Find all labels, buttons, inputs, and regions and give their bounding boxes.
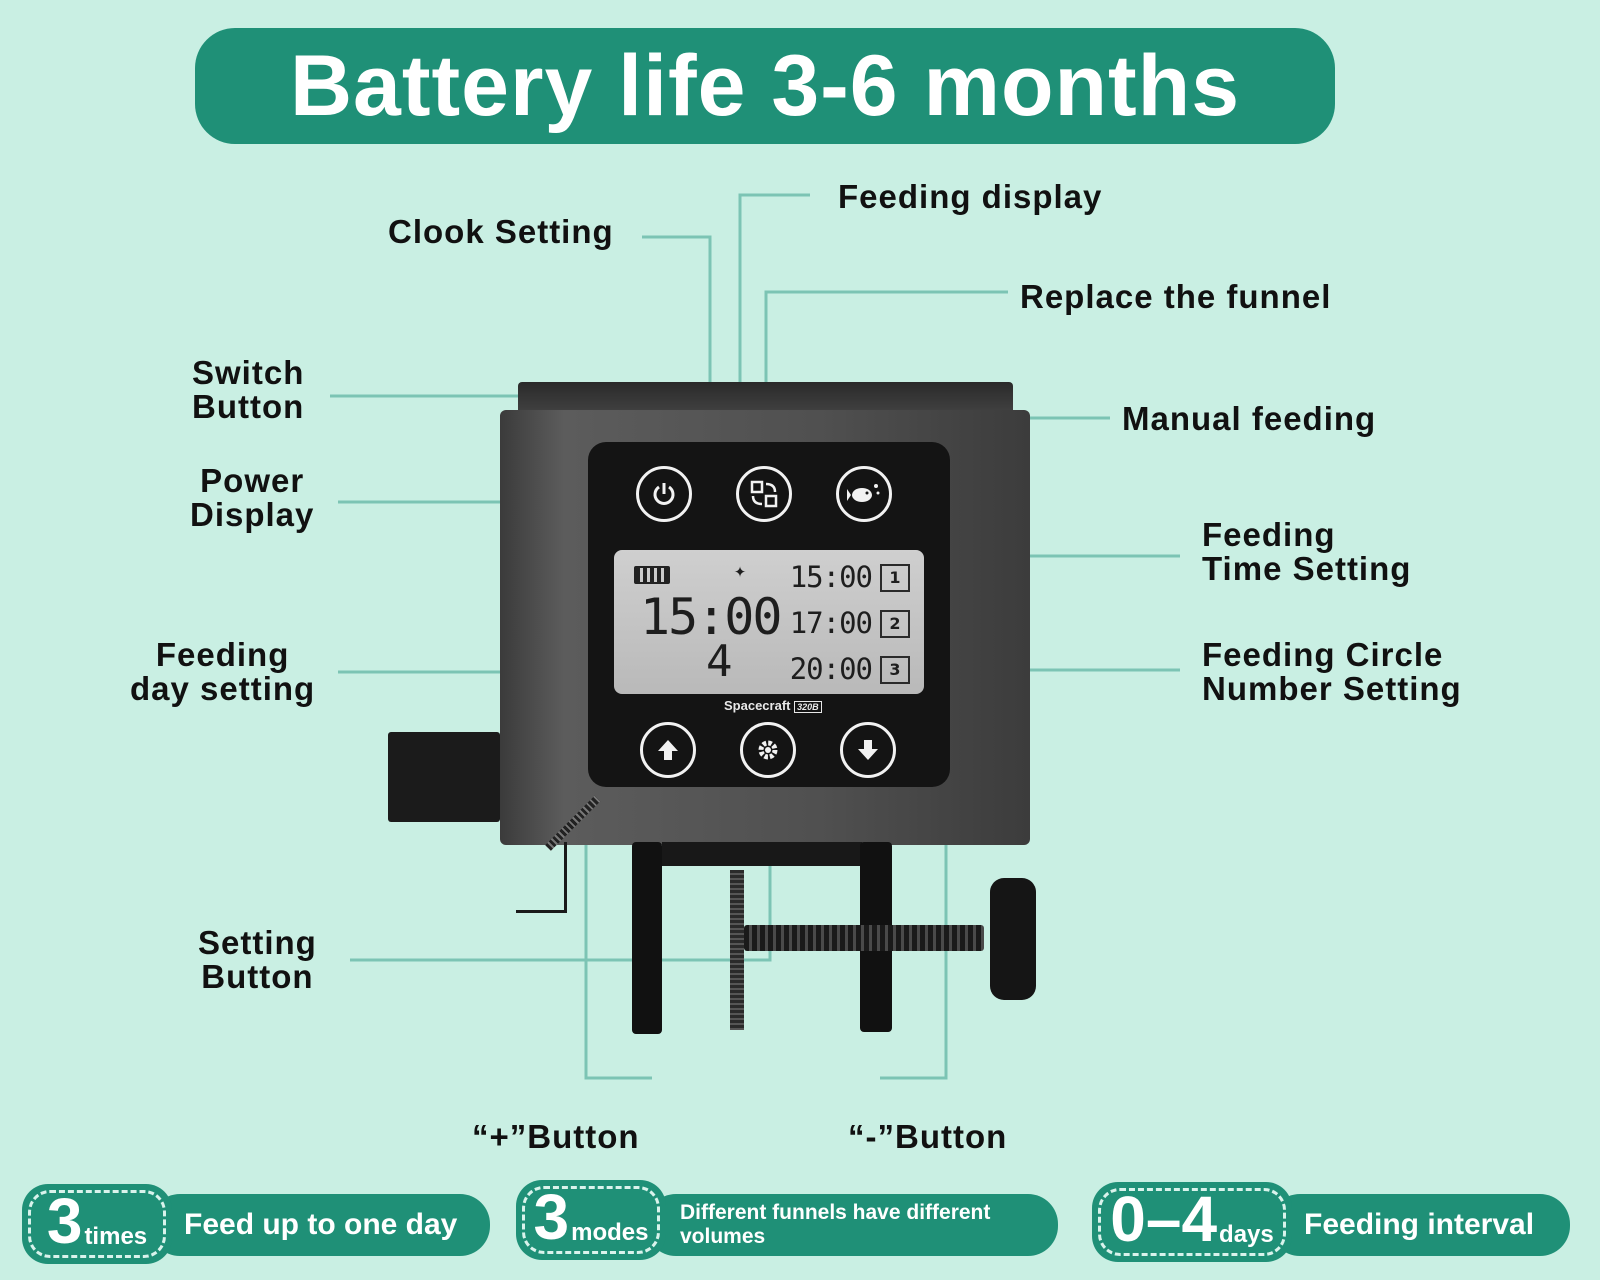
power-icon xyxy=(653,483,675,505)
lcd-feed-time: 20:00 xyxy=(789,652,873,686)
label-manual-feeding: Manual feeding xyxy=(1122,400,1377,437)
manual-feeding-button[interactable] xyxy=(836,466,892,522)
lcd-feed-time: 15:00 xyxy=(789,560,873,594)
feeder-chute xyxy=(388,732,500,822)
clamp-left xyxy=(632,842,662,1034)
lcd-feeding-day: 4 xyxy=(706,636,733,687)
lcd-feed-count: 2 xyxy=(880,610,910,638)
clamp-bridge xyxy=(662,842,862,866)
feeding-indicator-icon: ✦ xyxy=(734,558,747,582)
switch-button[interactable] xyxy=(636,466,692,522)
battery-latch xyxy=(516,842,567,913)
plus-button[interactable] xyxy=(640,722,696,778)
lcd-feed-time: 17:00 xyxy=(789,606,873,640)
arrow-down-icon xyxy=(858,740,878,760)
badge-modes-text: Different funnels have different volumes xyxy=(646,1194,1058,1256)
badge-interval-text: Feeding interval xyxy=(1270,1194,1570,1256)
lcd-feed-count: 3 xyxy=(880,656,910,684)
clamp-screw xyxy=(744,925,984,951)
lcd-feed-count: 1 xyxy=(880,564,910,592)
label-feeding-display: Feeding display xyxy=(838,178,1103,215)
label-replace-funnel: Replace the funnel xyxy=(1020,278,1332,315)
arrow-up-icon xyxy=(658,740,678,760)
label-minus-button: “-”Button xyxy=(848,1118,1008,1155)
page-title: Battery life 3-6 months xyxy=(195,28,1335,144)
clamp-plate xyxy=(730,870,744,1030)
label-clock-setting: Clook Setting xyxy=(388,213,614,250)
model-label: 320B xyxy=(794,701,822,713)
lcd-display: ✦ 15:00 4 15:00 1 17:00 2 20:00 3 xyxy=(614,550,924,694)
setting-button[interactable] xyxy=(740,722,796,778)
brand-label: Spacecraft 320B xyxy=(724,698,822,713)
minus-button[interactable] xyxy=(840,722,896,778)
clamp-knob[interactable] xyxy=(990,878,1036,1000)
badge-feed-text: Feed up to one day xyxy=(150,1194,490,1256)
fish-icon xyxy=(847,484,880,502)
label-plus-button: “+”Button xyxy=(472,1118,640,1155)
gear-icon xyxy=(758,740,778,760)
replace-funnel-button[interactable] xyxy=(736,466,792,522)
lcd-clock: 15:00 xyxy=(640,588,783,646)
swap-icon xyxy=(750,480,778,508)
battery-icon xyxy=(634,566,670,584)
